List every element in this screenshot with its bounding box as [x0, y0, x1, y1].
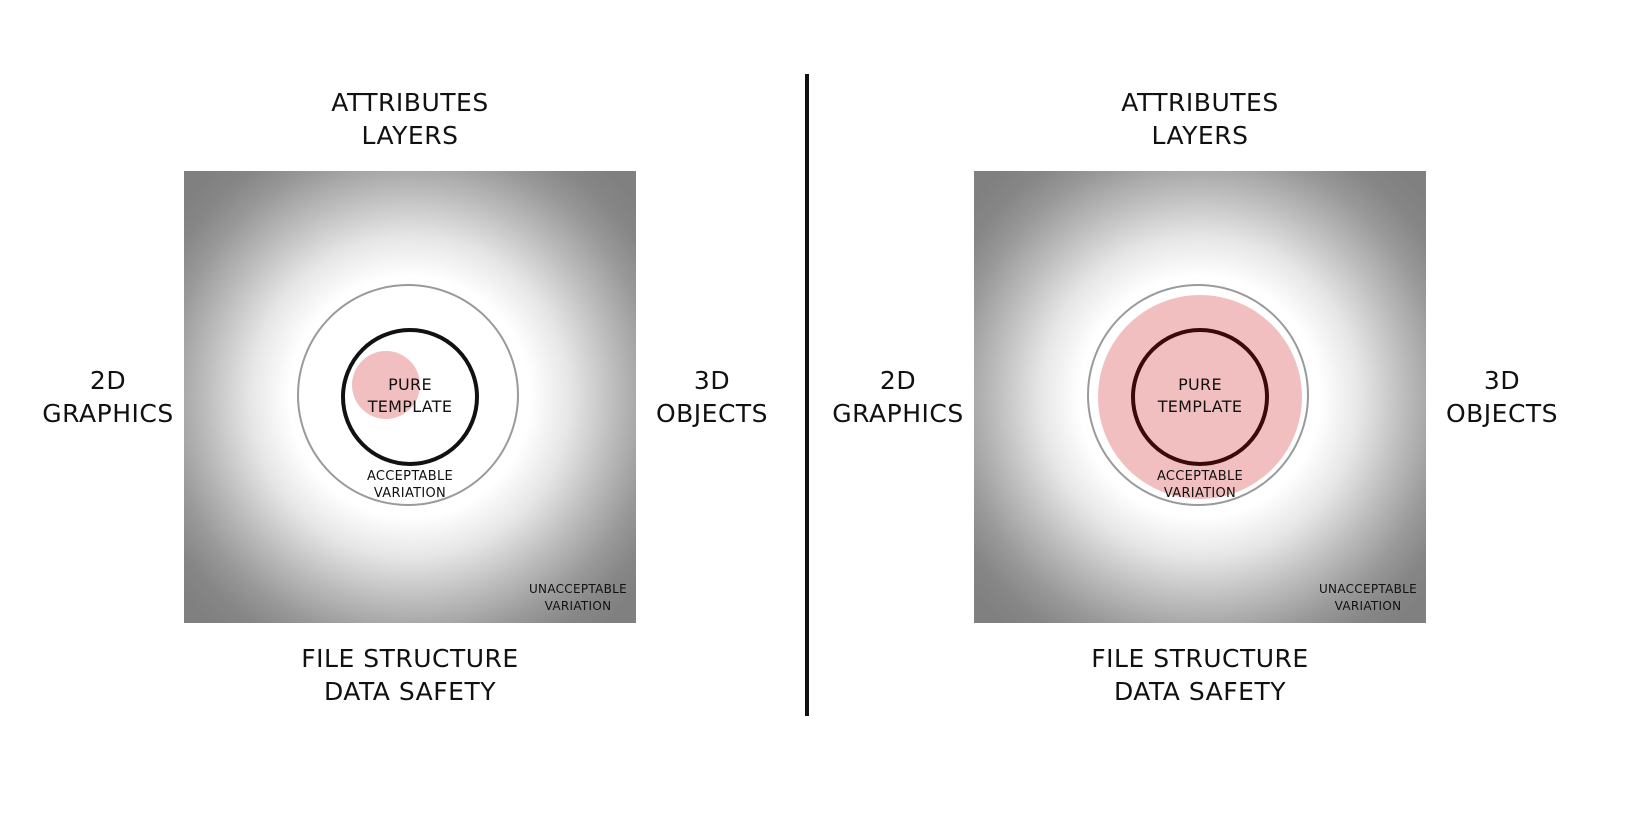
right-label-line-2: OBJECTS [1445, 399, 1559, 428]
pure-template-label-line-2: TEMPLATE [1157, 397, 1243, 416]
top-label-line-1: ATTRIBUTES [331, 88, 489, 117]
top-label-line-1: ATTRIBUTES [1121, 88, 1279, 117]
top-label: ATTRIBUTES LAYERS [310, 86, 510, 152]
variation-field: PURE TEMPLATE ACCEPTABLE VARIATION UNACC… [184, 171, 636, 623]
acceptable-label-line-2: VARIATION [1163, 486, 1237, 501]
left-label: 2D GRAPHICS [818, 364, 978, 430]
top-label-line-2: LAYERS [361, 121, 459, 150]
diagram-right: ATTRIBUTES LAYERS 2D GRAPHICS 3D OBJECTS… [790, 0, 1614, 824]
bottom-label-line-1: FILE STRUCTURE [1091, 644, 1309, 673]
pure-template-label-line-2: TEMPLATE [367, 397, 453, 416]
acceptable-variation-label: ACCEPTABLE VARIATION [1130, 468, 1270, 502]
bottom-label-line-2: DATA SAFETY [323, 677, 496, 706]
bottom-label: FILE STRUCTURE DATA SAFETY [1070, 642, 1330, 708]
diagram-left: ATTRIBUTES LAYERS 2D GRAPHICS 3D OBJECTS… [28, 86, 782, 708]
left-label-line-1: 2D [89, 366, 127, 395]
pure-template-label-line-1: PURE [1178, 375, 1222, 394]
bottom-label-line-1: FILE STRUCTURE [301, 644, 519, 673]
left-label: 2D GRAPHICS [28, 364, 188, 430]
right-label-line-1: 3D [1483, 366, 1521, 395]
left-label-line-2: GRAPHICS [832, 399, 964, 428]
vertical-divider [805, 74, 809, 716]
unacceptable-variation-label: UNACCEPTABLE VARIATION [1314, 581, 1422, 615]
acceptable-label-line-1: ACCEPTABLE [1156, 469, 1244, 484]
variation-field: PURE TEMPLATE ACCEPTABLE VARIATION UNACC… [974, 171, 1426, 623]
acceptable-variation-label: ACCEPTABLE VARIATION [340, 468, 480, 502]
unacceptable-variation-label: UNACCEPTABLE VARIATION [524, 581, 632, 615]
right-label: 3D OBJECTS [642, 364, 782, 430]
top-label: ATTRIBUTES LAYERS [1100, 86, 1300, 152]
left-label-line-1: 2D [879, 366, 917, 395]
right-label: 3D OBJECTS [1432, 364, 1572, 430]
bottom-label: FILE STRUCTURE DATA SAFETY [280, 642, 540, 708]
top-label-line-2: LAYERS [1151, 121, 1249, 150]
unacceptable-label-line-1: UNACCEPTABLE [1318, 582, 1418, 596]
pure-template-circle [1131, 328, 1269, 466]
acceptable-label-line-2: VARIATION [373, 486, 447, 501]
right-label-line-1: 3D [693, 366, 731, 395]
bottom-label-line-2: DATA SAFETY [1113, 677, 1286, 706]
pure-template-label-line-1: PURE [388, 375, 432, 394]
pure-template-label: PURE TEMPLATE [1140, 374, 1260, 418]
unacceptable-label-line-1: UNACCEPTABLE [528, 582, 628, 596]
acceptable-label-line-1: ACCEPTABLE [366, 469, 454, 484]
pure-template-circle [341, 328, 479, 466]
unacceptable-label-line-2: VARIATION [544, 599, 612, 613]
pure-template-label: PURE TEMPLATE [350, 374, 470, 418]
left-label-line-2: GRAPHICS [42, 399, 174, 428]
unacceptable-label-line-2: VARIATION [1334, 599, 1402, 613]
right-label-line-2: OBJECTS [655, 399, 769, 428]
